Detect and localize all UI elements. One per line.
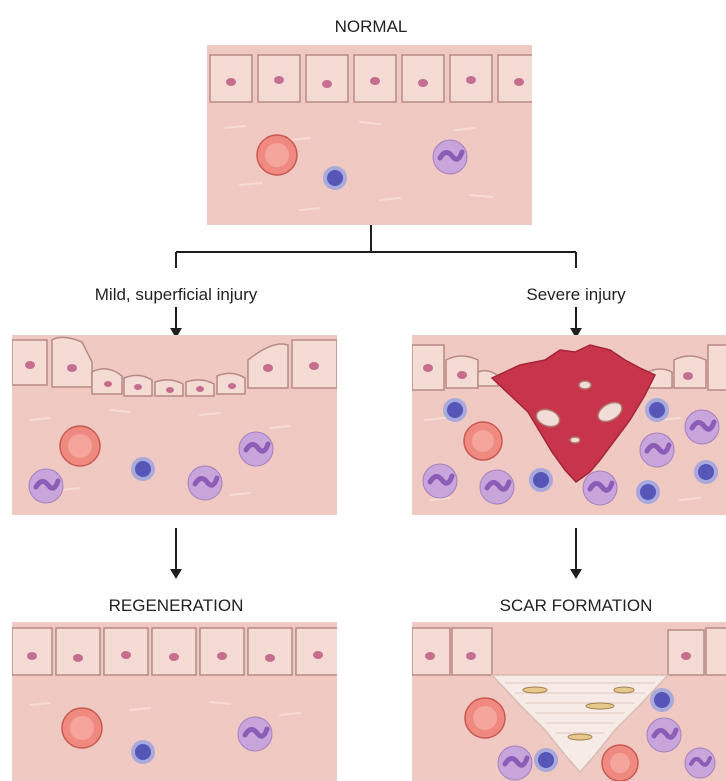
neutrophil: [685, 748, 715, 778]
neutrophil: [433, 140, 467, 174]
severe-injury-label: Severe injury: [526, 285, 626, 304]
epithelial-layer: [12, 628, 340, 675]
neutrophil: [423, 464, 457, 498]
lymphocyte: [131, 740, 155, 764]
arrow-to-mild: [170, 307, 182, 338]
neutrophil: [640, 433, 674, 467]
normal-label: NORMAL: [335, 17, 408, 36]
lymphocyte: [131, 457, 155, 481]
lymphocyte: [443, 398, 467, 422]
mild-injury-panel: [12, 335, 337, 515]
neutrophil: [239, 432, 273, 466]
lymphocyte: [636, 480, 660, 504]
red-blood-cell: [602, 745, 638, 781]
scar-formation-label: SCAR FORMATION: [500, 596, 653, 615]
red-blood-cell: [465, 698, 505, 738]
regeneration-label: REGENERATION: [109, 596, 244, 615]
mild-injury-label: Mild, superficial injury: [95, 285, 258, 304]
lymphocyte: [529, 468, 553, 492]
neutrophil: [647, 718, 681, 752]
neutrophil: [685, 410, 719, 444]
scar-formation-panel: [412, 622, 726, 781]
neutrophil: [583, 471, 617, 505]
lymphocyte: [645, 398, 669, 422]
arrow-to-severe: [570, 307, 582, 338]
severe-injury-panel: [412, 335, 726, 515]
neutrophil: [238, 717, 272, 751]
lymphocyte: [694, 460, 718, 484]
lymphocyte: [534, 748, 558, 772]
neutrophil: [29, 469, 63, 503]
red-blood-cell: [62, 708, 102, 748]
lymphocyte: [650, 688, 674, 712]
neutrophil: [188, 466, 222, 500]
arrow-to-scar-formation: [570, 528, 582, 579]
branch-connector: [176, 225, 576, 268]
arrow-to-regeneration: [170, 528, 182, 579]
red-blood-cell: [464, 422, 502, 460]
neutrophil: [498, 746, 532, 780]
red-blood-cell: [257, 135, 297, 175]
normal-tissue-panel: [207, 45, 540, 225]
regeneration-panel: [12, 622, 340, 781]
lymphocyte: [323, 166, 347, 190]
red-blood-cell: [60, 426, 100, 466]
neutrophil: [480, 470, 514, 504]
